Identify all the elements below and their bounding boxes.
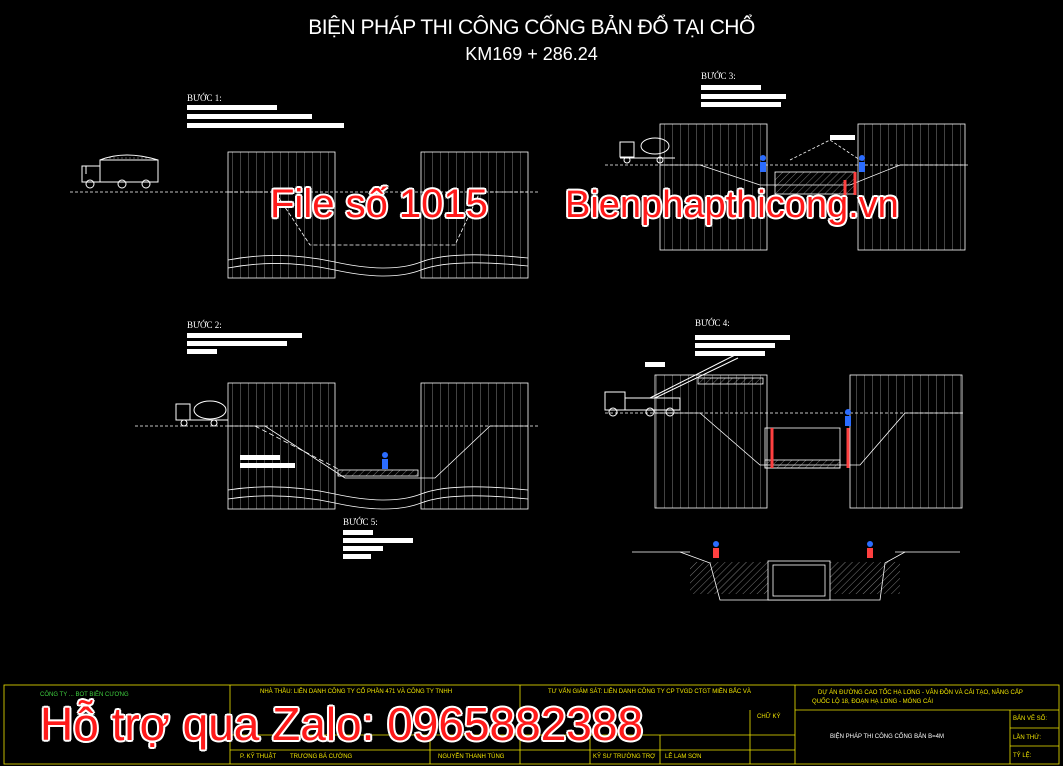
- step5-label: BƯỚC 5:: [343, 517, 378, 527]
- tb-company: CÔNG TY ... BOT BIÊN CƯƠNG: [40, 692, 129, 698]
- drawing-title: BIỆN PHÁP THI CÔNG CỐNG BẢN ĐỔ TẠI CHỔ: [308, 16, 755, 39]
- step2-section: [135, 382, 540, 510]
- step1-notes: [187, 105, 344, 128]
- step1-label: BƯỚC 1:: [187, 93, 222, 103]
- tb-sign: CHỮ KÝ: [757, 714, 781, 720]
- finished-culvert: [767, 560, 831, 601]
- tb-role2: P. KỸ THUẬT: [240, 754, 277, 760]
- dump-truck-icon: [81, 154, 159, 189]
- tb-supervisor: TƯ VẤN GIÁM SÁT: LIÊN DANH CÔNG TY CP TV…: [548, 689, 751, 695]
- step3-label: BƯỚC 3:: [701, 71, 736, 81]
- step4-pile-right: [849, 374, 963, 509]
- tb-project2: QUỐC LỘ 18, ĐOẠN HẠ LONG - MÓNG CÁI: [812, 699, 934, 705]
- watermark-zalo: Hỗ trợ qua Zalo: 0965882388: [40, 698, 644, 750]
- step4-pile-left: [654, 374, 768, 509]
- step4-notes: [645, 335, 790, 367]
- worker-icon: [760, 155, 865, 172]
- step2-notes: [187, 333, 302, 468]
- tb-field-sheet: BẢN VẼ SỐ:: [1013, 716, 1048, 722]
- worker-icon: [845, 409, 851, 426]
- step2-pile-right: [420, 382, 529, 510]
- watermark-site: Bienphapthicong.vn: [565, 184, 899, 226]
- tb-person1: TRƯƠNG BÁ CƯỜNG: [290, 754, 353, 760]
- tb-sheet-title: BIỆN PHÁP THI CÔNG CỐNG BẢN B=4M: [830, 734, 944, 740]
- tb-field-scale: TỶ LỆ:: [1013, 753, 1032, 759]
- step3-pile-left: [659, 123, 768, 251]
- step5-section: [632, 551, 960, 601]
- tb-contractor: NHÀ THẦU: LIÊN DANH CÔNG TY CỔ PHẦN 471 …: [260, 689, 453, 695]
- step3-notes: [701, 85, 855, 140]
- crane-truck-icon: [604, 354, 739, 417]
- step2-pile-left: [227, 382, 336, 510]
- tb-role1: KỸ SƯ TRƯỜNG TRỢ: [593, 754, 656, 760]
- mixer-truck-icon: [619, 137, 675, 164]
- drawing-station: KM169 + 286.24: [465, 44, 598, 64]
- worker-icon: [713, 541, 873, 558]
- watermark-file-number: File số 1015: [270, 182, 488, 226]
- step1-section: [70, 151, 540, 279]
- tb-person3: LÊ LAM SƠN: [665, 754, 702, 760]
- step2-label: BƯỚC 2:: [187, 320, 222, 330]
- tb-project: DỰ ÁN ĐƯỜNG CAO TỐC HẠ LONG - VÂN ĐỒN VÀ…: [818, 690, 1023, 696]
- step4-section: [605, 374, 965, 509]
- step5-notes: [343, 530, 413, 559]
- step3-section: [605, 123, 970, 251]
- worker-icon: [382, 452, 388, 469]
- step1-excavation: [228, 191, 528, 246]
- step3-pile-right: [857, 123, 966, 251]
- tb-field-rev: LẦN THỨ:: [1013, 735, 1042, 741]
- title-block: [3, 684, 1060, 765]
- step4-label: BƯỚC 4:: [695, 318, 730, 328]
- mixer-truck-icon: [175, 400, 228, 427]
- tb-person2: NGUYỄN THANH TÙNG: [438, 754, 505, 760]
- step2-excavation: [228, 425, 528, 479]
